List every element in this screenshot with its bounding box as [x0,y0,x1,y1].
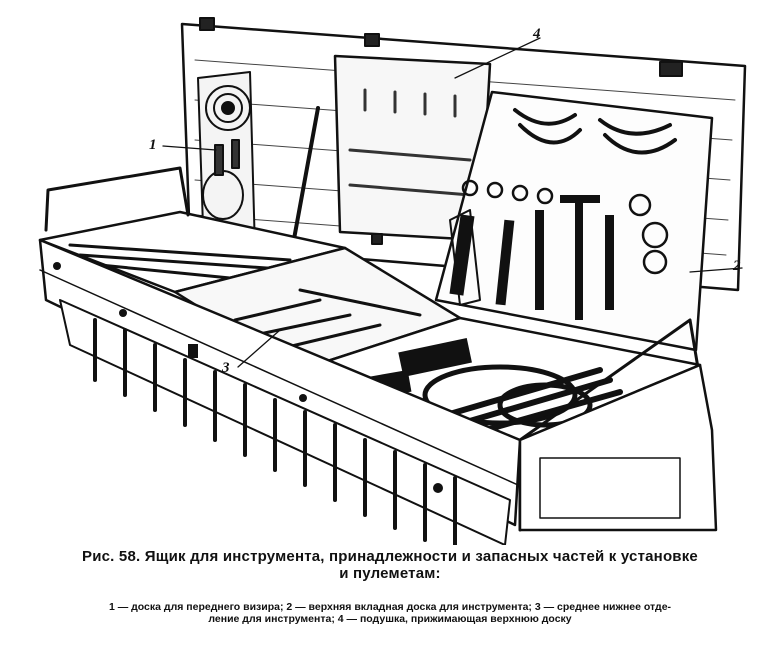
figure-caption: Рис. 58. Ящик для инструмента, принадлеж… [30,548,750,582]
callout-1: 1 [149,137,157,153]
legend-line-1: 1 — доска для переднего визира; 2 — верх… [108,601,672,613]
callout-2: 2 [733,258,741,274]
callout-3: 3 [222,360,230,376]
callout-4: 4 [533,26,541,42]
upper-tool-board [434,90,714,352]
front-sight-board [197,71,320,257]
toolbox-illustration [38,17,747,545]
caption-line-1: Рис. 58. Ящик для инструмента, принадлеж… [82,548,698,565]
legend-line-2: ление для инструмента; 4 — подушка, приж… [208,613,572,625]
figure-legend: 1 — доска для переднего визира; 2 — верх… [20,601,760,625]
caption-line-2: и пулеметам: [339,565,441,582]
cushion-pad [333,54,492,245]
box-body [38,166,718,545]
